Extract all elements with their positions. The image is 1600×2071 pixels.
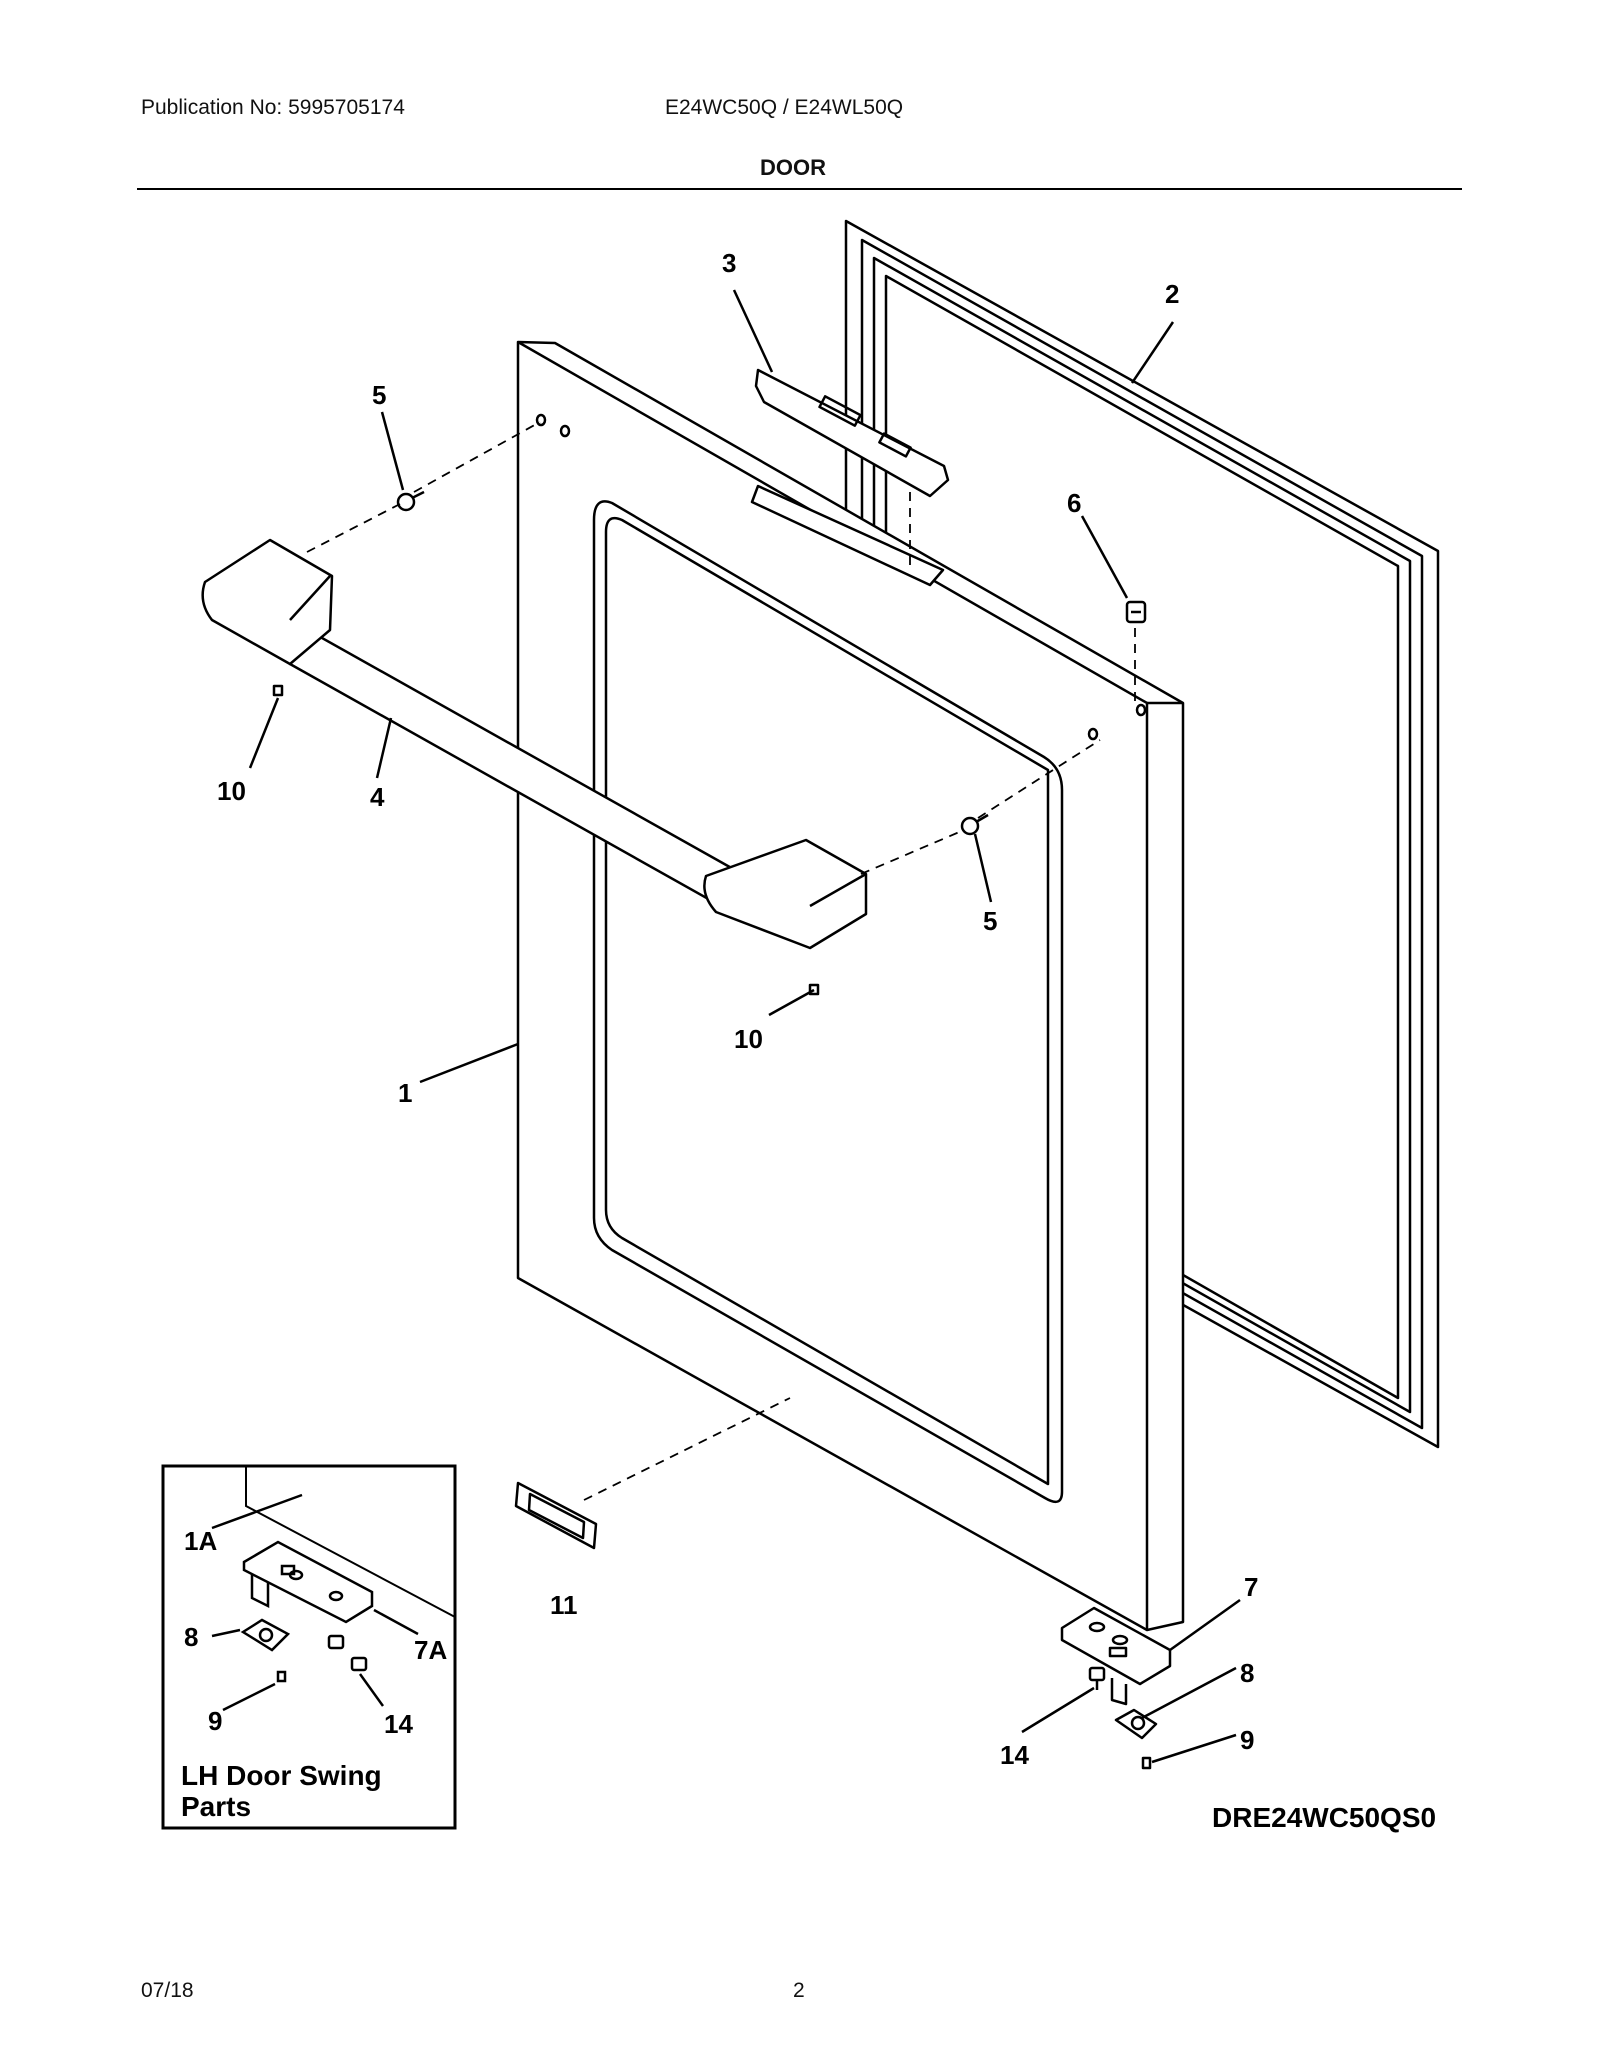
callout-1: 1 — [398, 1078, 412, 1108]
inset-title-line2: Parts — [181, 1791, 251, 1822]
header-rule — [137, 188, 1462, 190]
callout-7: 7 — [1244, 1572, 1258, 1602]
hinge-pin-plate — [1114, 1708, 1158, 1740]
door-handle — [201, 538, 868, 950]
publication-date: 07/18 — [141, 1979, 194, 2002]
set-screw-handle-right — [808, 983, 820, 996]
handle-screw-left — [396, 490, 425, 512]
callout-2: 2 — [1165, 279, 1179, 309]
callout-10-door: 10 — [734, 1024, 763, 1054]
nameplate — [514, 1481, 598, 1550]
inset-callout-9: 9 — [208, 1706, 222, 1736]
lh-door-swing-inset — [161, 1464, 457, 1830]
bottom-hinge — [1060, 1606, 1172, 1706]
callout-9: 9 — [1240, 1725, 1254, 1755]
callout-14: 14 — [1000, 1740, 1029, 1770]
control-bracket — [754, 368, 950, 498]
model-numbers: E24WC50Q / E24WL50Q — [665, 96, 904, 119]
callout-3: 3 — [722, 248, 736, 278]
callout-5-right: 5 — [983, 906, 997, 936]
assembly-lines — [306, 421, 1136, 1501]
door-panel — [516, 340, 1185, 1632]
inset-callout-7A: 7A — [414, 1635, 447, 1665]
callout-8: 8 — [1240, 1658, 1254, 1688]
set-screw-handle — [272, 684, 284, 697]
plug — [1125, 600, 1147, 624]
callout-6: 6 — [1067, 488, 1081, 518]
hinge-screw — [1141, 1756, 1152, 1770]
callout-10-handle: 10 — [217, 776, 246, 806]
callout-5-left: 5 — [372, 380, 386, 410]
hinge-mount-screw — [1088, 1666, 1106, 1690]
page-number: 2 — [793, 1979, 805, 2002]
section-title: DOOR — [760, 155, 826, 180]
callout-4: 4 — [370, 782, 385, 812]
inset-title-line1: LH Door Swing — [181, 1760, 382, 1791]
leader-lines — [248, 289, 1241, 1764]
diagram-code: DRE24WC50QS0 — [1212, 1802, 1436, 1833]
inset-callout-14: 14 — [384, 1709, 413, 1739]
callout-11: 11 — [550, 1590, 578, 1620]
handle-screw-right — [960, 813, 989, 836]
publication-number: Publication No: 5995705174 — [141, 96, 405, 119]
inset-callout-8: 8 — [184, 1622, 198, 1652]
inset-callout-1A: 1A — [184, 1526, 217, 1556]
